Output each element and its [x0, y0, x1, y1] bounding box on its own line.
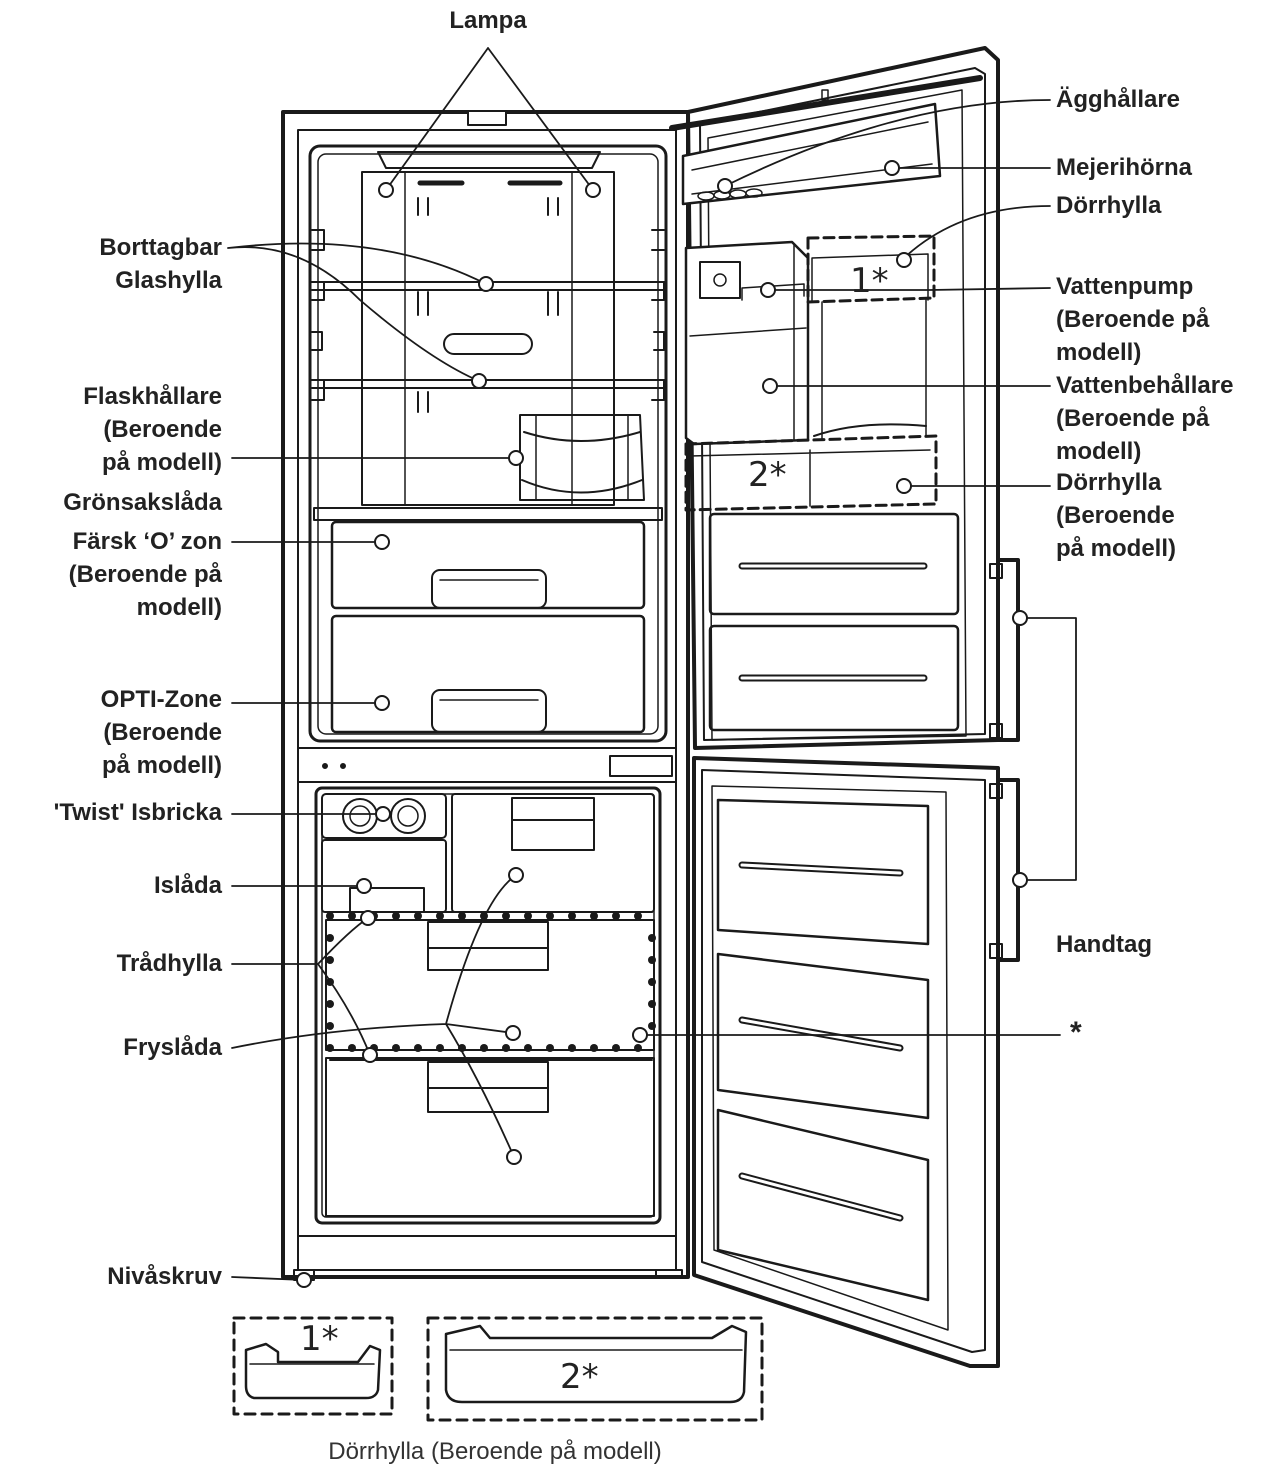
wire-shelf-dot — [392, 912, 400, 920]
label-mejerihorna: Mejerihörna — [1056, 154, 1193, 181]
label-twist-isbricka: 'Twist' Isbricka — [53, 799, 222, 826]
wire-shelf-dot — [458, 1044, 466, 1052]
upper-door-handle — [989, 558, 1020, 742]
fridge-cabinet — [281, 110, 690, 1281]
wire-shelf-dot — [648, 956, 656, 964]
wire-shelf-dot — [524, 912, 532, 920]
label-nivaskruv: Nivåskruv — [107, 1263, 222, 1290]
wire-shelf-dot — [502, 1044, 510, 1052]
label-vattenpump: Vattenpump (Beroende på modell) — [1056, 273, 1210, 366]
wire-shelf-dot — [326, 1000, 334, 1008]
label-dorrhylla-top: Dörrhylla — [1056, 192, 1162, 219]
wire-shelf-dot — [436, 1044, 444, 1052]
label-dorrhylla-bottom: Dörrhylla (Beroende på modell) — [1056, 469, 1177, 562]
shelf-2-tag: 2* — [748, 455, 787, 495]
wire-shelf-dot — [648, 934, 656, 942]
loose-shelf-2-tag: 2* — [560, 1357, 599, 1397]
label-vattenbehallare: Vattenbehållare (Beroende på modell) — [1056, 372, 1234, 465]
label-gronsakslada: Grönsakslåda — [63, 489, 222, 516]
wire-shelf-dot — [436, 912, 444, 920]
wire-shelf-dot — [546, 912, 554, 920]
label-handtag: Handtag — [1056, 931, 1152, 958]
label-tradhylla: Trådhylla — [116, 950, 222, 977]
label-lampa: Lampa — [449, 7, 527, 34]
wire-shelf-dot — [480, 1044, 488, 1052]
loose-shelf-1-tag: 1* — [300, 1319, 339, 1359]
wire-shelf-dot — [348, 1044, 356, 1052]
wire-shelf-dot — [326, 912, 334, 920]
lower-door-handle — [989, 778, 1020, 962]
caption-dorrhylla: Dörrhylla (Beroende på modell) — [328, 1438, 662, 1465]
freezer-door — [692, 756, 1000, 1368]
wire-shelf-dot — [502, 912, 510, 920]
wire-shelf-dot — [524, 1044, 532, 1052]
wire-shelf-dot — [546, 1044, 554, 1052]
leader-lines — [227, 47, 1077, 1281]
wire-shelf-dot — [326, 934, 334, 942]
fridge-door — [669, 46, 1000, 750]
wire-shelf-dot — [612, 1044, 620, 1052]
wire-shelf-dot — [648, 1000, 656, 1008]
wire-shelf-dot — [392, 1044, 400, 1052]
wire-shelf-dot — [648, 978, 656, 986]
label-farsk-o-zon: Färsk ‘O’ zon (Beroende på modell) — [68, 528, 222, 621]
wire-shelf-dot — [414, 1044, 422, 1052]
wire-shelf-dot — [590, 1044, 598, 1052]
wire-shelf-dot — [568, 912, 576, 920]
label-opti-zone: OPTI-Zone (Beroende på modell) — [100, 686, 222, 779]
label-agghallare: Ägghållare — [1056, 86, 1181, 113]
loose-shelf-2 — [426, 1316, 764, 1422]
wire-shelf-dot — [590, 912, 598, 920]
label-fryslada: Fryslåda — [123, 1034, 222, 1061]
wire-shelf-rail — [329, 911, 653, 1061]
loose-shelf-1 — [232, 1316, 394, 1416]
label-asterisk: * — [1070, 1016, 1082, 1049]
wire-shelf-dot — [348, 912, 356, 920]
wire-shelf-dot — [458, 912, 466, 920]
shelf-1-tag: 1* — [850, 261, 889, 301]
wire-shelf-dots — [326, 912, 656, 1052]
wire-shelf-dot — [634, 912, 642, 920]
wire-shelf-dot — [326, 1044, 334, 1052]
wire-shelf-dot — [414, 912, 422, 920]
wire-shelf-dot — [326, 956, 334, 964]
wire-shelf-dot — [648, 1022, 656, 1030]
wire-shelf-dot — [326, 1022, 334, 1030]
label-islada: Islåda — [153, 872, 222, 899]
label-flaskhallare: Flaskhållare (Beroende på modell) — [83, 383, 222, 476]
wire-shelf-dot — [568, 1044, 576, 1052]
marker-dots — [296, 160, 1028, 1288]
wire-shelf-dot — [634, 1044, 642, 1052]
label-borttagbar-glashylla: Borttagbar Glashylla — [99, 234, 222, 294]
wire-shelf-dot — [612, 912, 620, 920]
